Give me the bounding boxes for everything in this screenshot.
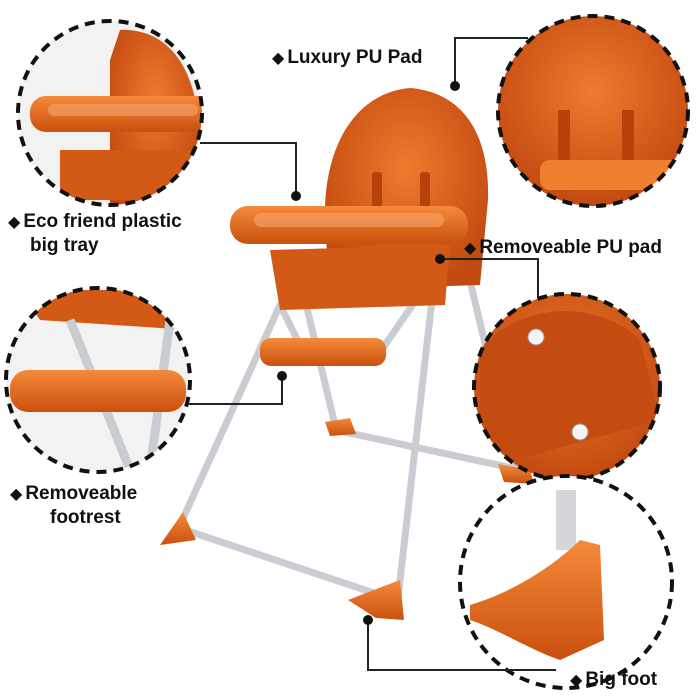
callout-luxury-pad xyxy=(496,14,690,208)
diamond-bullet-icon: ◆ xyxy=(272,50,285,67)
luxury-pu-pad-label: ◆Luxury PU Pad xyxy=(272,47,423,68)
callout-removeable-pad xyxy=(472,292,662,482)
footrest-label: ◆Removeable footrest xyxy=(10,483,138,528)
leader-lines xyxy=(188,37,556,671)
callout-tray xyxy=(16,19,204,207)
snap-button-icon xyxy=(571,423,589,441)
tray-label: ◆Eco friend plastic big tray xyxy=(8,211,182,256)
footrest xyxy=(260,338,386,366)
diamond-bullet-icon: ◆ xyxy=(10,486,23,503)
callout-big-foot xyxy=(458,474,674,690)
big-foot-label: ◆Big foot xyxy=(570,669,658,690)
diamond-bullet-icon: ◆ xyxy=(8,214,21,231)
callout-footrest xyxy=(4,286,192,474)
diamond-bullet-icon: ◆ xyxy=(570,672,583,689)
snap-button-icon xyxy=(527,328,545,346)
diamond-bullet-icon: ◆ xyxy=(464,240,477,257)
removeable-pad-label: ◆Removeable PU pad xyxy=(464,237,662,258)
high-chair-illustration xyxy=(160,88,534,620)
